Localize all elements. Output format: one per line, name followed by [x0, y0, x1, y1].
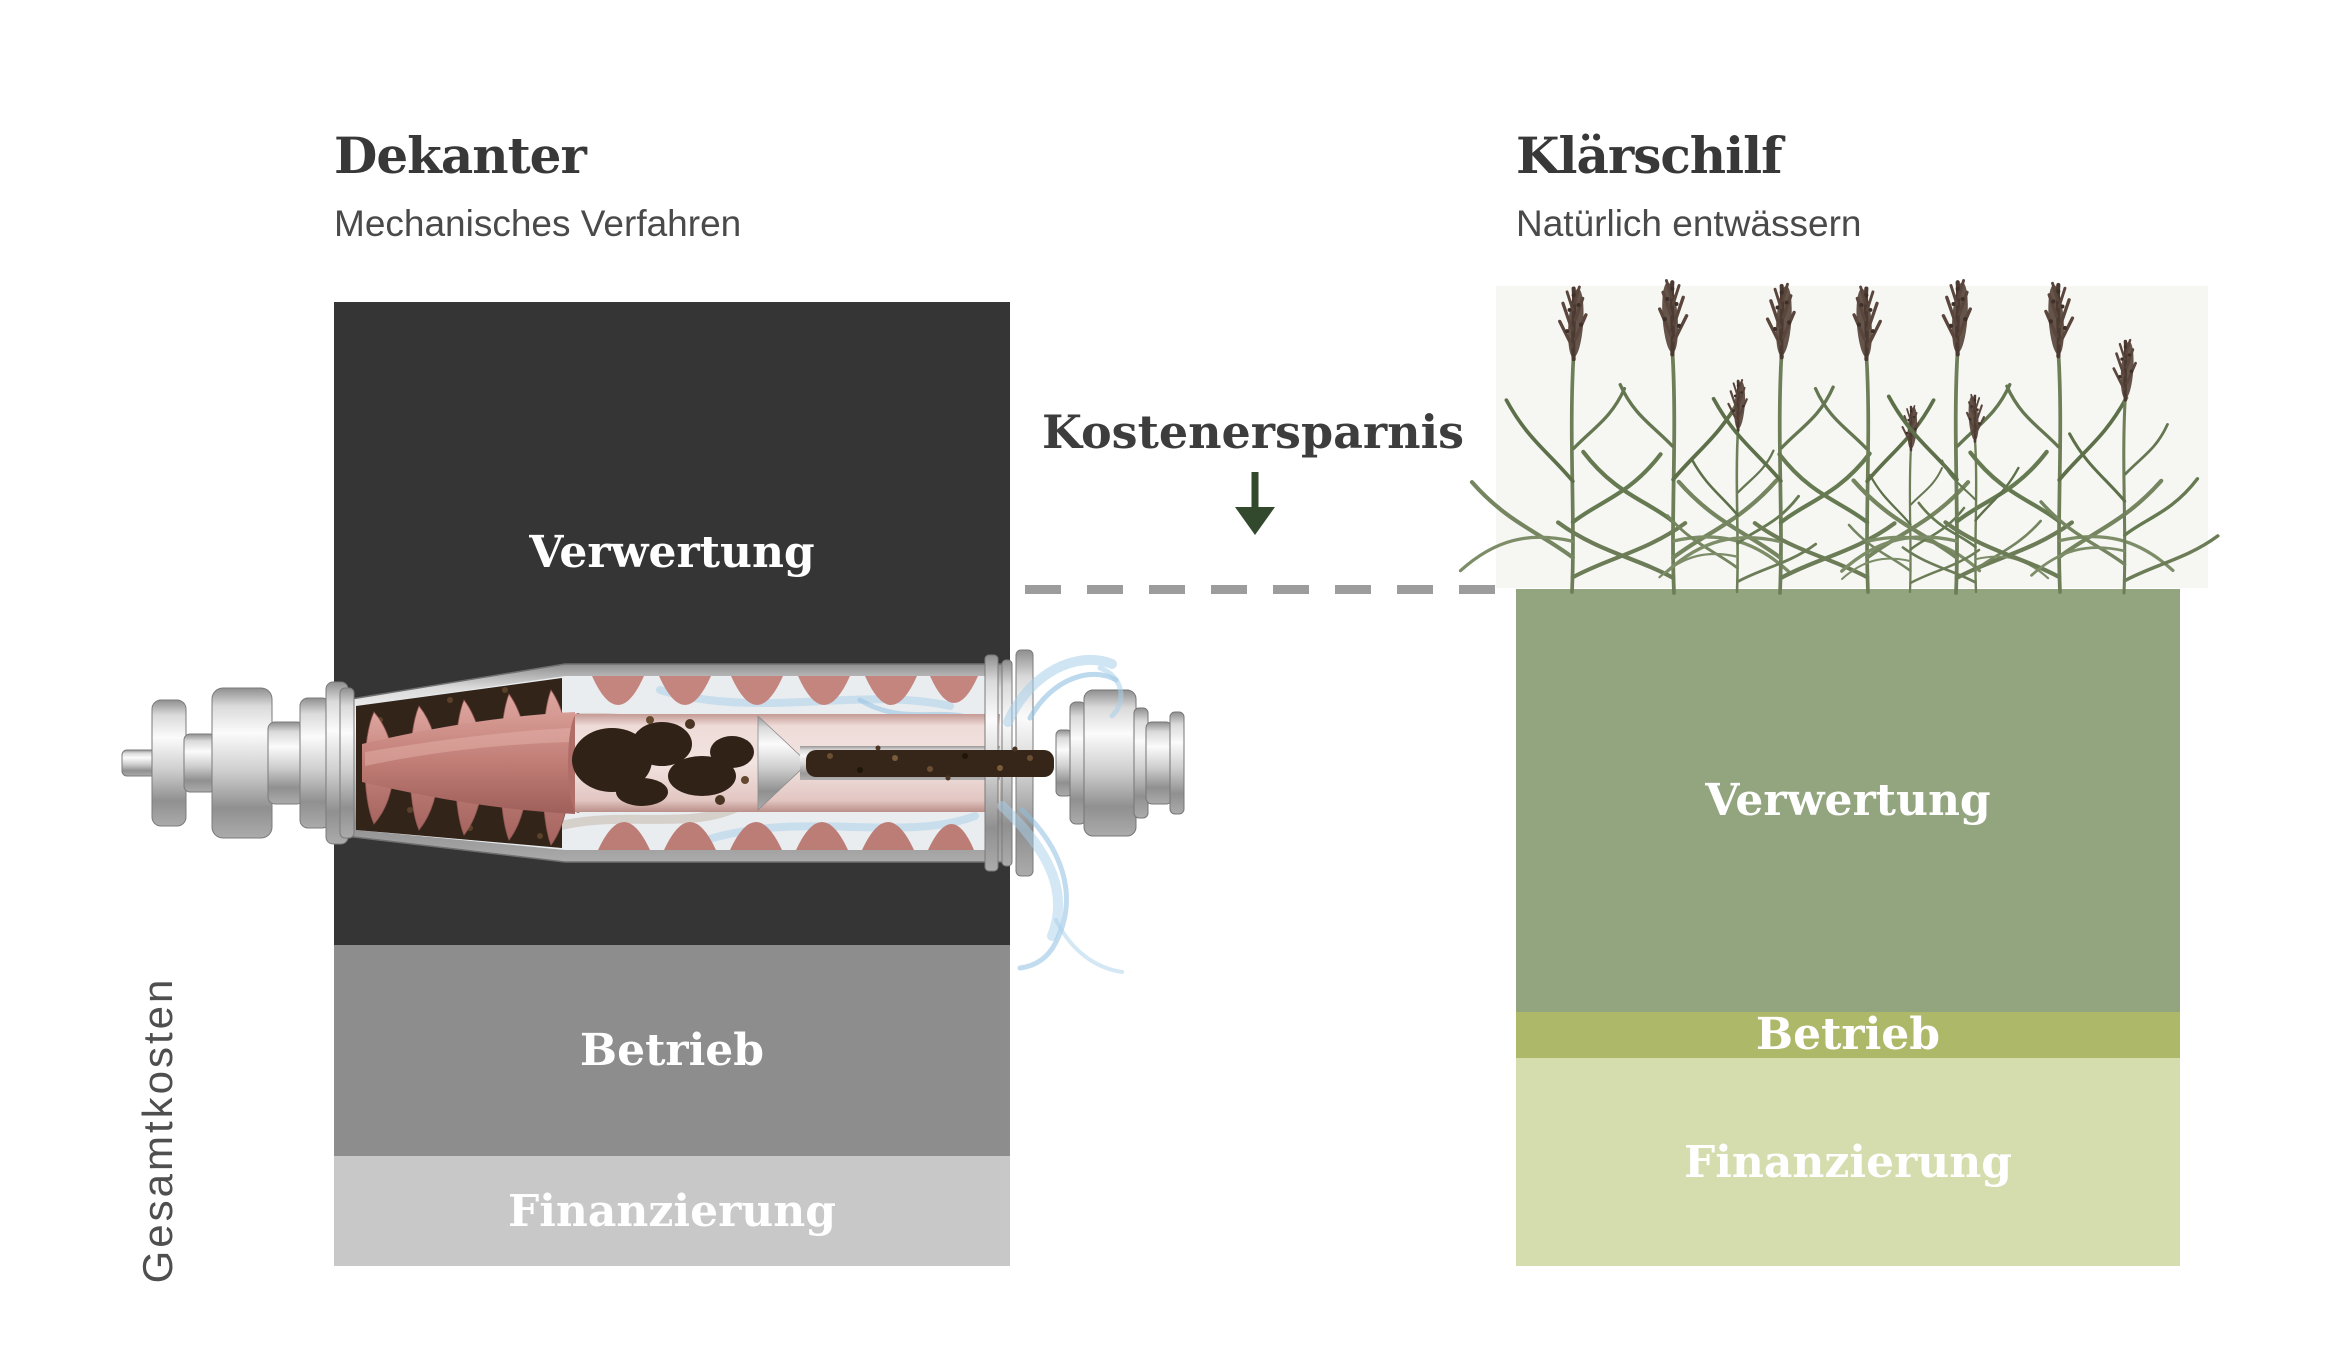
dekanter-title: Dekanter — [334, 126, 587, 185]
segment-label: Finanzierung — [507, 1185, 837, 1237]
machine-left-shaft — [121, 681, 349, 845]
klaerschilf-verwertung-segment: Verwertung — [1516, 589, 2180, 1012]
segment-label: Betrieb — [579, 1025, 765, 1076]
decanter-centrifuge-cutaway-illustration — [121, 649, 1185, 974]
gesamtkosten-axis-label: Gesamtkosten — [134, 976, 181, 1284]
down-arrow-icon — [1235, 472, 1275, 535]
segment-label: Verwertung — [529, 527, 815, 578]
dekanter-subtitle: Mechanisches Verfahren — [334, 203, 742, 244]
klaerschilf-header: Klärschilf Natürlich entwässern — [1516, 128, 1861, 245]
klaerschilf-title: Klärschilf — [1516, 126, 1783, 185]
kostenersparnis-label: Kostenersparnis — [1042, 405, 1464, 459]
klaerschilf-bar: Verwertung Betrieb Finanzierung — [1516, 589, 2180, 1266]
dekanter-betrieb-segment: Betrieb — [334, 945, 1010, 1156]
segment-label: Finanzierung — [1683, 1136, 2013, 1188]
sludge-stream — [806, 745, 1054, 781]
bottom-ribs — [598, 822, 974, 850]
klaerschilf-subtitle: Natürlich entwässern — [1516, 203, 1862, 244]
top-ribs — [592, 676, 978, 705]
reed-plants-illustration — [1440, 240, 2220, 605]
segment-label: Verwertung — [1705, 775, 1991, 826]
tube-sludge — [572, 716, 754, 806]
segment-label: Betrieb — [1755, 1009, 1941, 1060]
water-swirls — [997, 654, 1124, 974]
dekanter-finanzierung-segment: Finanzierung — [334, 1156, 1010, 1266]
klaerschilf-betrieb-segment: Betrieb — [1516, 1012, 2180, 1058]
machine-right-shaft — [1055, 689, 1185, 837]
dekanter-header: Dekanter Mechanisches Verfahren — [334, 128, 741, 245]
klaerschilf-finanzierung-segment: Finanzierung — [1516, 1058, 2180, 1266]
conveyor-end-cone — [757, 715, 809, 811]
savings-dashed-line — [1025, 585, 1495, 594]
